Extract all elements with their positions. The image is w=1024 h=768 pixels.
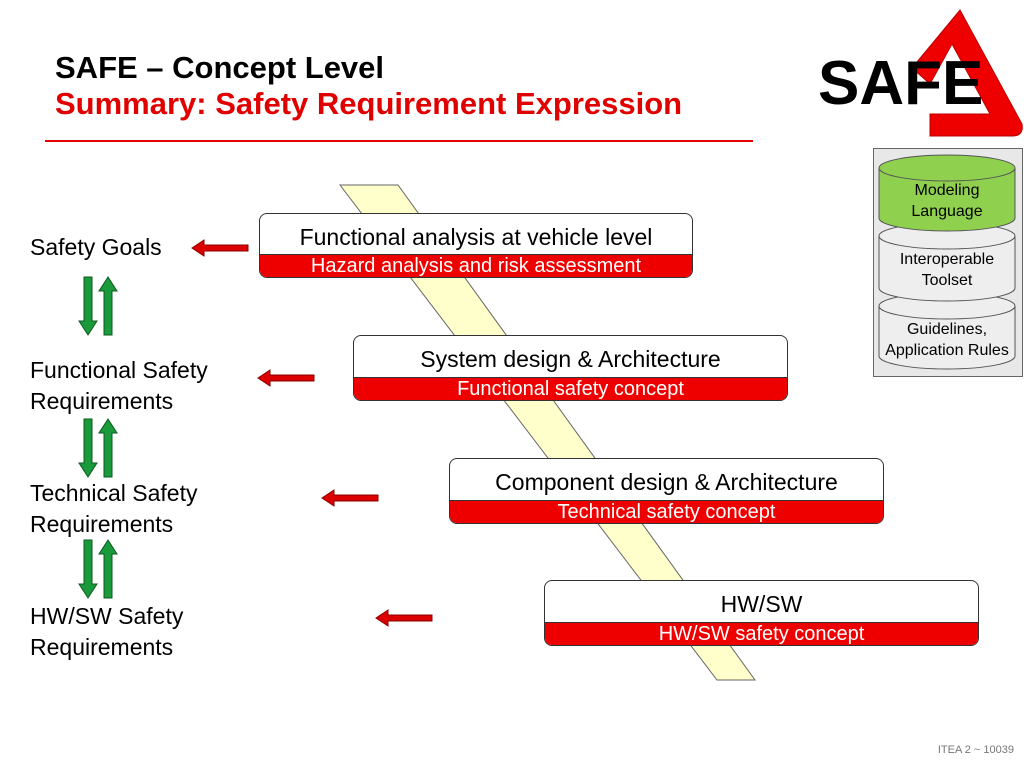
logo-text: SAFE xyxy=(818,49,983,118)
cylinder-stack xyxy=(878,154,1016,370)
left-arrow-icon xyxy=(375,609,433,627)
page-subtitle: Summary: Safety Requirement Expression xyxy=(55,86,683,121)
logo-triangle-icon xyxy=(911,9,1023,137)
box-hwsw: HW/SW HW/SW safety concept xyxy=(544,580,979,646)
level-label-technical-safety: Technical Safety Requirements xyxy=(30,480,198,537)
left-arrow-icon xyxy=(257,369,315,387)
box-title: HW/SW xyxy=(720,591,803,617)
box-subtitle: Technical safety concept xyxy=(450,500,883,523)
box-subtitle: HW/SW safety concept xyxy=(545,622,978,645)
box-title: Component design & Architecture xyxy=(495,469,838,495)
level-label-functional-safety: Functional Safety Requirements xyxy=(30,357,208,414)
box-vehicle-level: Functional analysis at vehicle level Haz… xyxy=(259,213,693,278)
left-arrow-icon xyxy=(191,239,249,257)
box-system-design: System design & Architecture Functional … xyxy=(353,335,788,401)
page-title: SAFE – Concept Level xyxy=(55,50,385,85)
safe-logo: SAFE xyxy=(818,9,1023,137)
footer-project-id: ITEA 2 ~ 10039 xyxy=(937,744,1014,756)
up-down-arrows-icon xyxy=(78,539,118,599)
stack-item-guidelines: Guidelines,Application Rules xyxy=(885,321,1009,359)
box-subtitle: Functional safety concept xyxy=(354,377,787,400)
level-label-hwsw-safety: HW/SW Safety Requirements xyxy=(30,603,184,660)
box-title: System design & Architecture xyxy=(420,346,721,372)
left-arrow-icon xyxy=(321,489,379,507)
box-subtitle: Hazard analysis and risk assessment xyxy=(260,254,692,277)
level-label-safety-goals: Safety Goals xyxy=(30,234,162,260)
box-component-design: Component design & Architecture Technica… xyxy=(449,458,884,524)
up-down-arrows-icon xyxy=(78,418,118,478)
box-title: Functional analysis at vehicle level xyxy=(299,224,653,250)
up-down-arrows-icon xyxy=(78,276,118,336)
title-divider xyxy=(45,140,753,142)
